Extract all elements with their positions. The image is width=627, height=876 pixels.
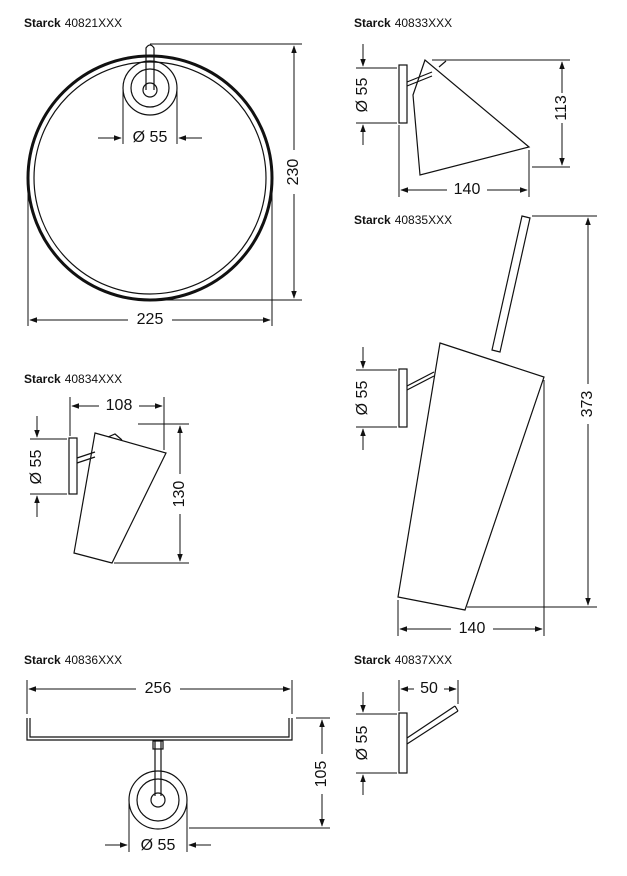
dimension-label: 113	[553, 95, 570, 121]
towel-bar-inner	[29, 718, 290, 738]
dimension-label: Ø 55	[28, 450, 45, 485]
label-mask	[136, 680, 180, 699]
dimension-label: Ø 55	[133, 129, 168, 146]
dimension-label: Ø 55	[354, 726, 371, 761]
dimension-label: 140	[454, 181, 481, 198]
product-code: 40833XXX	[394, 16, 453, 30]
brand-label: Starck	[354, 653, 391, 667]
robe-hook-drawing: Ø 55 50	[354, 680, 459, 795]
dimension-label: 130	[171, 481, 188, 508]
label-mask	[549, 93, 575, 123]
dimension-label: 108	[106, 397, 133, 414]
holder-arm	[76, 451, 96, 459]
product-code: 40835XXX	[394, 213, 453, 227]
product-code: 40836XXX	[64, 653, 123, 667]
dimension-label: Ø 55	[141, 837, 176, 854]
label-mask	[309, 754, 335, 794]
ring-joint	[142, 82, 158, 98]
product-code: 40837XXX	[394, 653, 453, 667]
dimension-label: 140	[459, 620, 486, 637]
glass-holder-drawing: Ø 55 113 140	[354, 44, 575, 200]
dimension-label: 225	[137, 311, 164, 328]
hook-arm	[406, 710, 459, 745]
brand-label: Starck	[24, 16, 61, 30]
label-mask	[167, 474, 193, 514]
label-mask	[99, 397, 139, 416]
wall-rosette	[128, 770, 188, 830]
dimension-label: 373	[579, 391, 596, 418]
wall-rosette	[398, 712, 408, 774]
brand-label: Starck	[24, 653, 61, 667]
holder-arm	[406, 375, 435, 391]
holder-arm	[406, 371, 435, 387]
holder-arm	[76, 456, 96, 464]
wall-rosette	[68, 437, 78, 495]
towel-ring-inner	[33, 61, 267, 295]
dimension-label: 50	[420, 680, 438, 697]
label-mask	[414, 680, 444, 699]
glass	[412, 58, 531, 176]
label-mask	[279, 150, 309, 194]
holder-arm	[406, 75, 433, 87]
dimension-label: Ø 55	[354, 78, 371, 113]
brush-handle	[491, 215, 531, 353]
wall-rosette	[398, 368, 408, 428]
wall-rosette	[398, 64, 408, 124]
brush-container	[397, 342, 545, 611]
hook-arm	[406, 705, 456, 739]
towel-ring-drawing: 230 225 Ø 55	[26, 43, 309, 331]
dimension-label: Ø 55	[354, 381, 371, 416]
towel-bar-outer	[26, 718, 293, 741]
ring-arm	[145, 44, 155, 90]
dimension-label: 256	[145, 680, 172, 697]
bar-joint	[150, 792, 166, 808]
label-mask	[447, 181, 487, 200]
label-mask	[128, 311, 172, 331]
label-mask	[451, 620, 493, 639]
holder-arm-tip	[438, 60, 447, 68]
soap-container	[73, 432, 167, 564]
towel-bar-drawing: 256 105 Ø 55	[26, 680, 335, 854]
wall-rosette-inner	[130, 68, 170, 108]
towel-ring-outer	[26, 54, 274, 302]
wall-rosette-inner	[136, 778, 180, 822]
toilet-brush-drawing: Ø 55 373 140	[354, 215, 601, 639]
dimension-label: 230	[285, 159, 302, 186]
holder-clip	[107, 433, 123, 441]
dimension-label: 105	[313, 761, 330, 788]
hook-tip	[454, 705, 459, 712]
bar-connector	[152, 740, 164, 750]
soap-dispenser-drawing: Ø 55 108 130	[28, 397, 193, 564]
product-code: 40821XXX	[64, 16, 123, 30]
label-mask	[575, 384, 601, 424]
brand-label: Starck	[354, 213, 391, 227]
brand-label: Starck	[24, 372, 61, 386]
product-code: 40834XXX	[64, 372, 123, 386]
brand-label: Starck	[354, 16, 391, 30]
